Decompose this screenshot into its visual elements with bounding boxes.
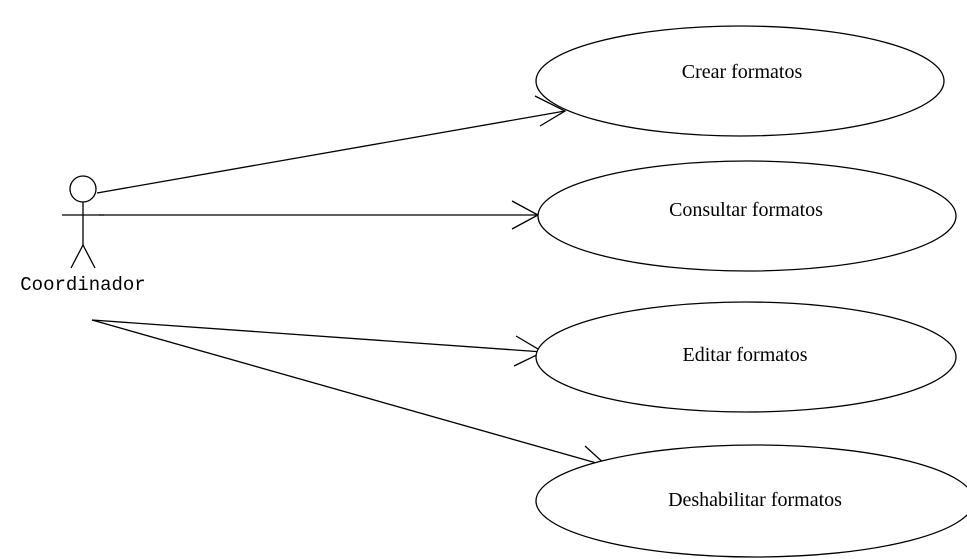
open-arrowhead (534, 95, 567, 127)
association-line (96, 110, 566, 194)
use-case-label: Crear formatos (682, 61, 803, 83)
use-case-label: Consultar formatos (669, 199, 823, 221)
use-case-ellipse (535, 25, 945, 137)
use-case-crear-formatos[interactable]: Crear formatos (535, 25, 945, 137)
use-case-consultar-formatos[interactable]: Consultar formatos (537, 160, 957, 272)
actor-coordinador[interactable]: Coordinador (20, 175, 146, 296)
association-consultar (99, 200, 540, 230)
use-case-editar-formatos[interactable]: Editar formatos (535, 301, 957, 413)
use-case-ellipse (535, 301, 957, 413)
actor-left-leg (70, 244, 84, 269)
use-case-ellipse (535, 444, 967, 558)
association-editar (91, 319, 545, 367)
association-line (91, 319, 608, 467)
actor-name: Coordinador (20, 274, 145, 296)
use-case-deshabilitar-formatos[interactable]: Deshabilitar formatos (535, 444, 967, 558)
use-case-label: Deshabilitar formatos (668, 489, 842, 511)
actor-head (69, 175, 97, 203)
actor-right-leg (82, 244, 96, 269)
association-crear (96, 95, 567, 194)
use-case-ellipse (537, 160, 957, 272)
association-line (91, 319, 544, 353)
use-case-label: Editar formatos (683, 344, 808, 366)
